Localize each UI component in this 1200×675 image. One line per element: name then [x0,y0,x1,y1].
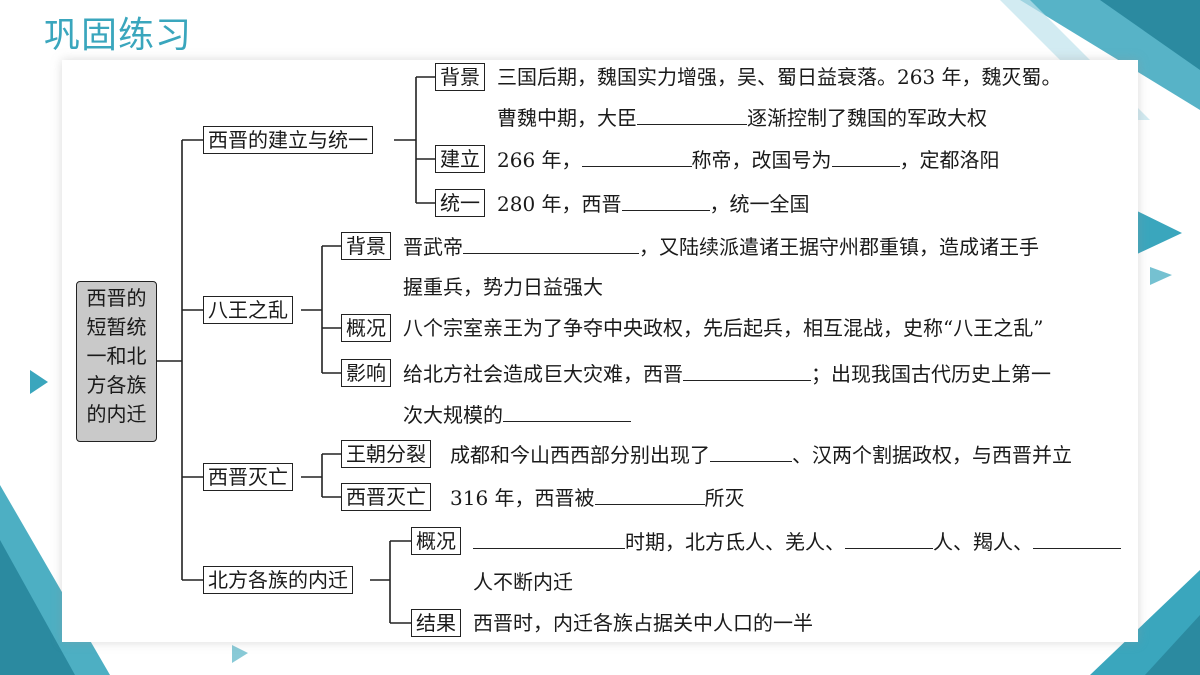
content-panel [62,60,1138,642]
root-line: 的内迁 [86,402,147,426]
item-text: 280 年，西晋，统一全国 [497,190,810,216]
item-text: 晋武帝，又陆续派遣诸王据守州郡重镇，造成诸王手 [403,233,1039,259]
tag-overview: 概况 [411,527,461,555]
branch-eight-princes: 八王之乱 [203,296,293,324]
item-text: 握重兵，势力日益强大 [403,275,603,299]
item-text: 八个宗室亲王为了争夺中央政权，先后起兵，相互混战，史称“八王之乱” [403,316,1044,340]
item-text: 三国后期，魏国实力增强，吴、蜀日益衰落。263 年，魏灭蜀。 [497,65,1062,89]
decor-bottom-right [1090,570,1200,675]
answer-blank[interactable] [1033,528,1121,549]
branch-western-jin-fall: 西晋灭亡 [203,463,293,491]
answer-blank[interactable] [621,190,710,211]
item-text: 316 年，西晋被所灭 [450,484,745,510]
answer-blank[interactable] [637,104,747,125]
root-line: 方各族 [86,373,147,397]
answer-blank[interactable] [683,360,811,381]
item-text: 次大规模的 [403,401,631,428]
root-line: 一和北 [86,344,147,368]
decor-small-triangle [232,645,248,663]
tag-background: 背景 [341,232,391,260]
branch-northern-migration: 北方各族的内迁 [203,566,353,594]
decor-right-arrows [1135,210,1182,285]
tag-establishment: 建立 [435,145,485,173]
item-text: 成都和今山西西部分别出现了、汉两个割据政权，与西晋并立 [450,441,1072,467]
item-text: 曹魏中期，大臣逐渐控制了魏国的军政大权 [497,104,987,130]
item-text: 西晋时，内迁各族占据关中人口的一半 [473,611,813,635]
root-line: 短暂统 [86,315,147,339]
tag-overview: 概况 [341,314,391,342]
answer-blank[interactable] [581,146,692,167]
answer-blank[interactable] [594,484,705,505]
answer-blank[interactable] [473,528,625,549]
answer-blank[interactable] [831,146,900,167]
tag-impact: 影响 [341,359,391,387]
answer-blank[interactable] [463,233,639,254]
tag-jin-destroyed: 西晋灭亡 [341,483,431,511]
root-topic: 西晋的 短暂统 一和北 方各族 的内迁 [76,281,157,442]
root-line: 西晋的 [86,286,147,310]
tag-dynasty-split: 王朝分裂 [341,440,431,468]
page-title: 巩固练习 [44,15,193,56]
answer-blank[interactable] [845,528,933,549]
branch-founding-unification: 西晋的建立与统一 [203,126,373,154]
answer-blank[interactable] [710,441,792,462]
tag-unification: 统一 [435,189,485,217]
item-text: 人不断内迁 [473,570,573,594]
item-text: 给北方社会造成巨大灾难，西晋；出现我国古代历史上第一 [403,360,1051,386]
tag-result: 结果 [411,609,461,637]
item-text: 时期，北方氐人、羌人、人、羯人、 [473,528,1121,555]
answer-blank[interactable] [503,401,631,422]
item-text: 266 年，称帝，改国号为，定都洛阳 [497,146,1000,172]
tag-background: 背景 [435,63,485,91]
